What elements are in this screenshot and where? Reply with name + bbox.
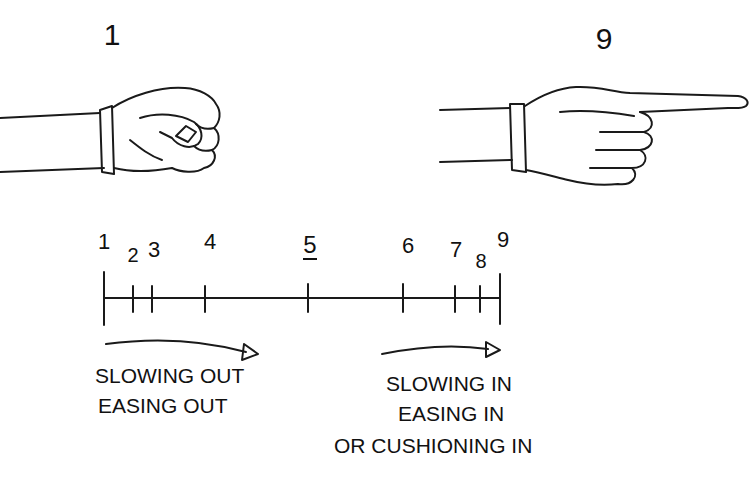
timeline-end-tick bbox=[104, 272, 500, 325]
sleeve-line bbox=[440, 160, 512, 162]
timeline-tick bbox=[133, 284, 480, 312]
tick-number: 8 bbox=[475, 250, 486, 272]
pointing-hand-outline bbox=[525, 87, 748, 112]
sleeve-line bbox=[0, 168, 104, 172]
ease-arrow bbox=[106, 340, 246, 352]
ease-note: EASING IN bbox=[398, 402, 504, 425]
ease-note: OR CUSHIONING IN bbox=[334, 434, 532, 457]
cuff bbox=[510, 104, 526, 172]
tick-number: 1 bbox=[98, 230, 110, 254]
tick-number: 7 bbox=[450, 238, 462, 262]
cuff bbox=[100, 106, 114, 174]
ease-note: EASING OUT bbox=[98, 394, 228, 417]
sleeve-line bbox=[440, 108, 510, 110]
tick-number: 9 bbox=[497, 228, 509, 252]
frame-number: 9 bbox=[596, 22, 613, 55]
arrowhead bbox=[242, 344, 258, 360]
fist-thumbnail bbox=[176, 126, 196, 142]
fist-outline bbox=[112, 88, 220, 172]
frame-number: 1 bbox=[104, 18, 121, 51]
sleeve-line bbox=[0, 113, 100, 118]
ease-note: SLOWING OUT bbox=[95, 364, 244, 387]
tick-number: 6 bbox=[402, 234, 414, 258]
ease-note: SLOWING IN bbox=[386, 372, 512, 395]
fist-thumb bbox=[140, 115, 201, 147]
ease-arrow bbox=[382, 346, 488, 354]
tick-number: 4 bbox=[204, 230, 216, 254]
pointing-hand-fingers bbox=[526, 112, 652, 185]
key-tick-number: 5 bbox=[303, 232, 316, 260]
timeline-line bbox=[104, 297, 500, 299]
tick-number: 3 bbox=[148, 238, 160, 262]
tick-number: 2 bbox=[127, 244, 138, 266]
arrowhead bbox=[486, 342, 500, 357]
pointing-hand-thumb bbox=[560, 111, 644, 168]
fist-finger-line bbox=[130, 124, 214, 160]
